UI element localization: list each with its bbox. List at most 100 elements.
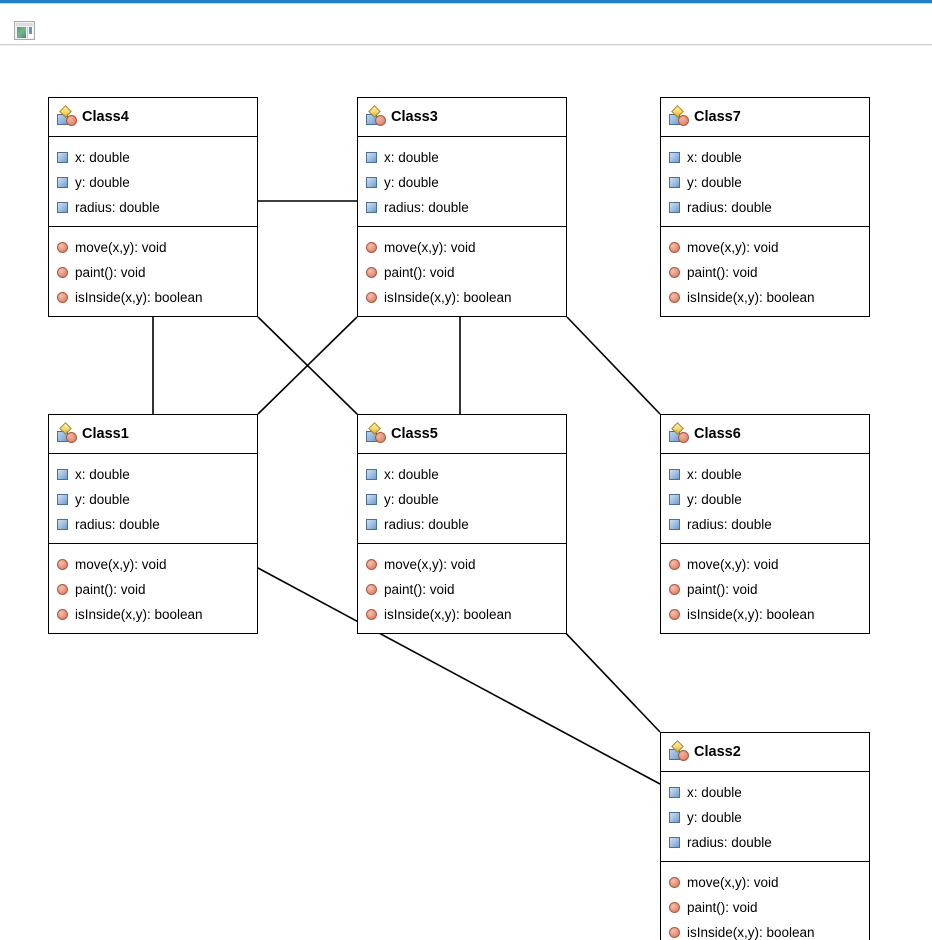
method-circle-icon [57, 559, 68, 570]
class-title-bar[interactable]: Class5 [358, 415, 566, 454]
method-row[interactable]: move(x,y): void [366, 235, 566, 260]
method-row[interactable]: isInside(x,y): boolean [366, 285, 566, 310]
class-title-bar[interactable]: Class3 [358, 98, 566, 137]
method-label: isInside(x,y): boolean [384, 290, 512, 305]
method-row[interactable]: isInside(x,y): boolean [669, 285, 869, 310]
attribute-label: x: double [384, 467, 439, 482]
method-row[interactable]: isInside(x,y): boolean [366, 602, 566, 627]
attribute-row[interactable]: radius: double [669, 195, 869, 220]
method-label: paint(): void [384, 582, 455, 597]
class-icon [366, 105, 388, 127]
attribute-square-icon [669, 812, 680, 823]
method-row[interactable]: move(x,y): void [57, 235, 257, 260]
attribute-row[interactable]: y: double [366, 487, 566, 512]
attribute-square-icon [366, 177, 377, 188]
method-label: isInside(x,y): boolean [75, 607, 203, 622]
attribute-row[interactable]: x: double [366, 462, 566, 487]
layout-icon-left-pane [17, 27, 26, 38]
class-name-label: Class5 [391, 426, 438, 442]
attribute-row[interactable]: radius: double [57, 512, 257, 537]
method-label: move(x,y): void [687, 875, 779, 890]
attribute-row[interactable]: y: double [669, 170, 869, 195]
method-row[interactable]: paint(): void [669, 577, 869, 602]
class-box-class1[interactable]: Class1 x: double y: double radius: double mo… [48, 414, 258, 634]
association-edge[interactable] [257, 316, 358, 415]
method-label: move(x,y): void [687, 557, 779, 572]
window-layout-icon[interactable] [14, 21, 35, 40]
method-row[interactable]: paint(): void [669, 260, 869, 285]
attribute-row[interactable]: radius: double [669, 512, 869, 537]
attribute-row[interactable]: x: double [57, 145, 257, 170]
method-circle-icon [669, 609, 680, 620]
attribute-row[interactable]: y: double [669, 805, 869, 830]
class-title-bar[interactable]: Class7 [661, 98, 869, 137]
class-title-bar[interactable]: Class2 [661, 733, 869, 772]
method-row[interactable]: move(x,y): void [366, 552, 566, 577]
method-row[interactable]: paint(): void [57, 260, 257, 285]
method-row[interactable]: paint(): void [57, 577, 257, 602]
class-attributes-compartment: x: double y: double radius: double [661, 454, 869, 544]
method-row[interactable]: isInside(x,y): boolean [57, 602, 257, 627]
attribute-row[interactable]: x: double [57, 462, 257, 487]
method-label: move(x,y): void [687, 240, 779, 255]
class-box-class6[interactable]: Class6 x: double y: double radius: double mo… [660, 414, 870, 634]
attribute-row[interactable]: radius: double [366, 512, 566, 537]
class-methods-compartment: move(x,y): void paint(): void isInside(x,y… [358, 544, 566, 633]
method-row[interactable]: move(x,y): void [57, 552, 257, 577]
attribute-label: y: double [687, 492, 742, 507]
attribute-row[interactable]: y: double [669, 487, 869, 512]
attribute-label: radius: double [687, 835, 772, 850]
attribute-label: radius: double [687, 517, 772, 532]
method-row[interactable]: move(x,y): void [669, 552, 869, 577]
class-icon-circle [66, 115, 77, 126]
method-circle-icon [366, 267, 377, 278]
toolbar-separator-highlight [0, 45, 932, 46]
attribute-row[interactable]: y: double [366, 170, 566, 195]
method-circle-icon [57, 584, 68, 595]
attribute-row[interactable]: x: double [366, 145, 566, 170]
association-edge[interactable] [566, 316, 661, 415]
method-row[interactable]: paint(): void [366, 577, 566, 602]
attribute-row[interactable]: y: double [57, 487, 257, 512]
method-label: paint(): void [75, 582, 146, 597]
attribute-row[interactable]: x: double [669, 145, 869, 170]
method-label: move(x,y): void [384, 557, 476, 572]
method-row[interactable]: paint(): void [366, 260, 566, 285]
method-row[interactable]: paint(): void [669, 895, 869, 920]
method-row[interactable]: isInside(x,y): boolean [669, 602, 869, 627]
method-circle-icon [57, 242, 68, 253]
attribute-row[interactable]: radius: double [57, 195, 257, 220]
method-circle-icon [57, 609, 68, 620]
attribute-row[interactable]: x: double [669, 462, 869, 487]
class-name-label: Class3 [391, 109, 438, 125]
method-row[interactable]: move(x,y): void [669, 870, 869, 895]
attribute-row[interactable]: x: double [669, 780, 869, 805]
method-row[interactable]: isInside(x,y): boolean [669, 920, 869, 940]
attribute-row[interactable]: radius: double [669, 830, 869, 855]
class-title-bar[interactable]: Class6 [661, 415, 869, 454]
attribute-label: y: double [75, 492, 130, 507]
class-title-bar[interactable]: Class1 [49, 415, 257, 454]
attribute-label: radius: double [384, 200, 469, 215]
attribute-square-icon [669, 787, 680, 798]
class-name-label: Class4 [82, 109, 129, 125]
class-icon [366, 422, 388, 444]
association-edge[interactable] [257, 316, 358, 415]
attribute-label: radius: double [687, 200, 772, 215]
method-row[interactable]: isInside(x,y): boolean [57, 285, 257, 310]
method-row[interactable]: move(x,y): void [669, 235, 869, 260]
class-title-bar[interactable]: Class4 [49, 98, 257, 137]
attribute-row[interactable]: radius: double [366, 195, 566, 220]
attribute-row[interactable]: y: double [57, 170, 257, 195]
attribute-square-icon [669, 837, 680, 848]
